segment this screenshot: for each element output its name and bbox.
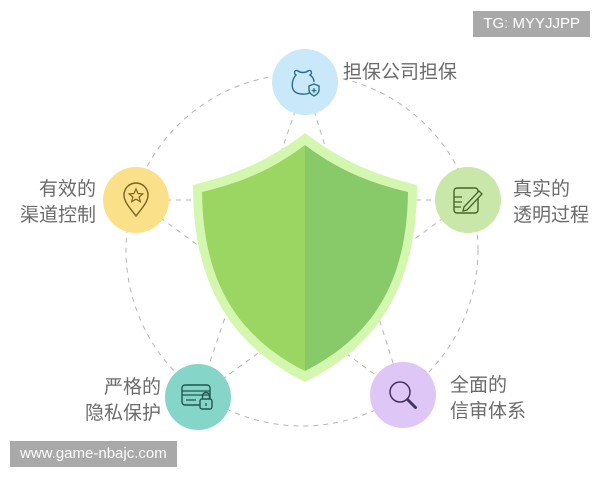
label-line: 真实的: [513, 178, 571, 200]
label-line: 信审体系: [450, 400, 527, 422]
money-bag-shield-icon: [291, 69, 320, 97]
label-guarantee: 担保公司担保: [343, 59, 457, 85]
label-line: 担保公司担保: [343, 61, 458, 83]
label-line: 全面的: [450, 374, 508, 396]
node-credit: [370, 362, 436, 428]
node-channel: [103, 167, 169, 233]
node-transparent: [435, 167, 501, 233]
search-icon: [389, 381, 417, 409]
label-transparent: 真实的 透明过程: [513, 176, 589, 228]
location-star-icon: [123, 182, 149, 218]
card-lock-icon: [181, 384, 213, 410]
watermark-top-right: TG: MYYJJPP: [473, 11, 590, 37]
label-line: 渠道控制: [20, 204, 97, 226]
watermark-bottom-left: www.game-nbajc.com: [10, 441, 177, 467]
node-privacy: [165, 364, 231, 430]
label-line: 有效的: [39, 178, 97, 200]
node-guarantee: [272, 49, 338, 115]
label-line: 严格的: [104, 376, 162, 398]
label-credit: 全面的 信审体系: [450, 372, 526, 424]
label-privacy: 严格的 隐私保护: [85, 374, 161, 426]
shield-icon: [193, 133, 417, 382]
edit-note-icon: [453, 187, 483, 214]
label-channel: 有效的 渠道控制: [20, 176, 96, 228]
label-line: 隐私保护: [85, 402, 162, 424]
label-line: 透明过程: [513, 204, 590, 226]
